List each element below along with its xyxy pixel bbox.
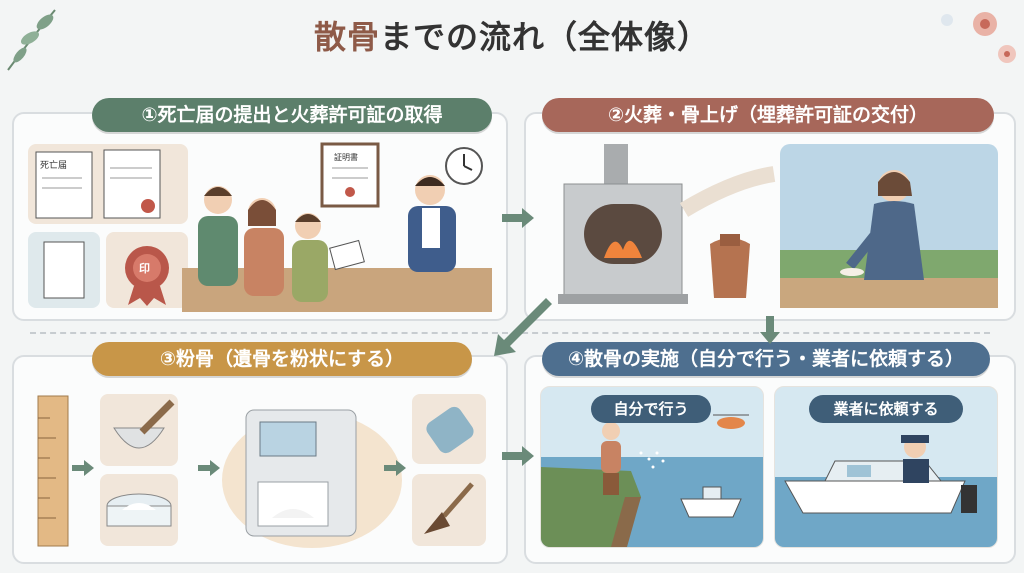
self-scattering-card: 自分で行う bbox=[540, 386, 764, 548]
arrow-step2-to-step3 bbox=[494, 298, 552, 356]
step1-illustration bbox=[28, 142, 492, 312]
arrow-machine-to-tools bbox=[384, 460, 406, 476]
step2-illustration bbox=[558, 144, 998, 308]
leaf-decoration bbox=[7, 9, 56, 71]
agency-scattering-scene bbox=[775, 435, 997, 547]
self-scattering-label: 自分で行う bbox=[591, 395, 711, 423]
step3-label: ③粉骨（遺骨を粉状にする） bbox=[92, 342, 472, 376]
agency-scattering-card: 業者に依頼する bbox=[774, 386, 998, 548]
step3-illustration bbox=[37, 394, 486, 548]
title-accent: 散骨 bbox=[313, 18, 380, 56]
flower-decoration bbox=[941, 12, 1016, 63]
step1-label: ①死亡届の提出と火葬許可証の取得 bbox=[92, 98, 492, 132]
divider bbox=[30, 332, 990, 334]
self-scattering-scene bbox=[541, 414, 763, 547]
step2-label: ②火葬・骨上げ（埋葬許可証の交付） bbox=[542, 98, 994, 132]
agency-scattering-label: 業者に依頼する bbox=[809, 395, 963, 423]
certificate-label: 証明書 bbox=[334, 153, 358, 162]
arrow-step2-down bbox=[760, 316, 780, 344]
arrow-ruler-to-mortar bbox=[72, 460, 94, 476]
arrow-mortar-to-machine bbox=[198, 460, 220, 476]
step4-label: ④散骨の実施（自分で行う・業者に依頼する） bbox=[542, 342, 990, 376]
arrow-step1-to-step2 bbox=[502, 208, 534, 228]
seal-char: 印 bbox=[139, 262, 150, 275]
title-rest: までの流れ（全体像） bbox=[380, 18, 711, 56]
page-title: 散骨までの流れ（全体像） bbox=[0, 12, 1024, 58]
arrow-step3-to-step4 bbox=[502, 446, 534, 466]
death-notice-label: 死亡届 bbox=[40, 161, 68, 171]
